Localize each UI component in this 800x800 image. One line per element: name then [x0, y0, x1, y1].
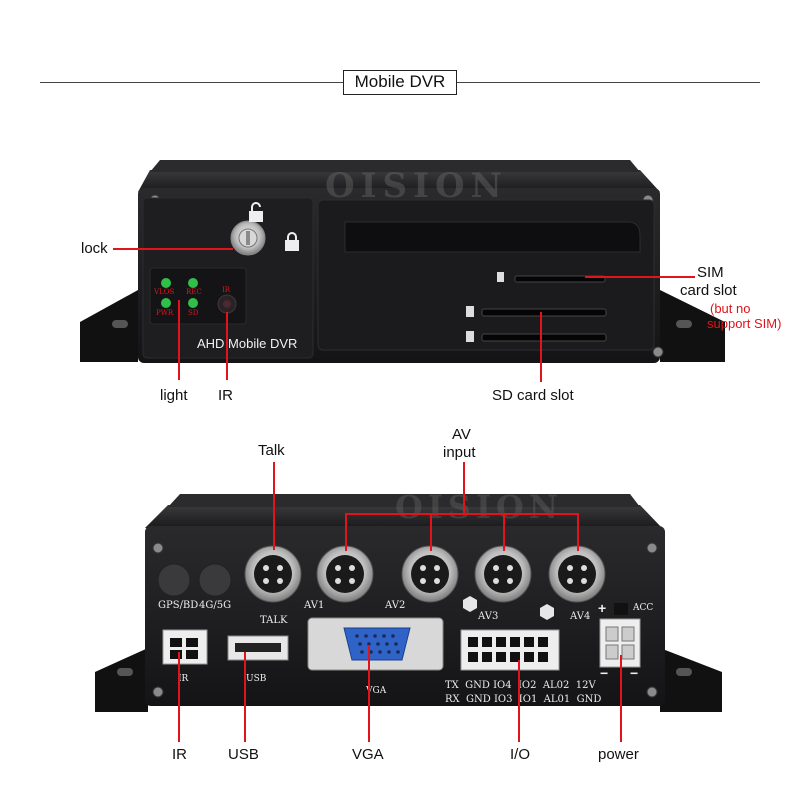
sd-slot-icon-1 — [466, 306, 474, 317]
front-bracket-right — [660, 290, 725, 362]
label-io-row1: TX GND IO4 IO2 AL02 12V — [445, 680, 596, 691]
title-rule-right — [457, 82, 760, 83]
lock-symbol-icon — [285, 232, 299, 251]
label-av3: AV3 — [478, 611, 499, 622]
callout-line-av4 — [577, 513, 579, 551]
callout-usb: USB — [228, 746, 259, 763]
label-io-row2: RX GND IO3 IO1 AL01 GND — [445, 694, 602, 705]
front-watermark: OISION — [325, 166, 508, 206]
led-label-vlos: VLOS — [154, 288, 175, 296]
card-slot-cover — [344, 221, 641, 253]
callout-line-av2 — [430, 513, 432, 551]
led-rec — [188, 278, 198, 288]
label-usb-port: USB — [246, 674, 267, 684]
hex-bolts — [463, 596, 554, 620]
title-rule-left — [40, 82, 343, 83]
label-av1: AV1 — [304, 600, 325, 611]
sd-slot-icon-2 — [466, 331, 474, 342]
callout-line-av3 — [503, 513, 505, 551]
label-vga-port: VGA — [366, 686, 387, 696]
label-ir-port: IR — [178, 674, 189, 684]
io-port[interactable] — [460, 629, 560, 671]
av3-connector[interactable] — [474, 545, 532, 603]
sd-card-slot-2[interactable] — [481, 333, 607, 342]
callout-line-lock — [113, 248, 233, 250]
front-bracket-left — [80, 290, 138, 362]
label-av2: AV2 — [385, 600, 406, 611]
front-heatsink-fins — [138, 160, 660, 192]
callout-line-vga — [368, 645, 370, 742]
callout-av-1: AV — [452, 426, 471, 443]
label-talk: TALK — [260, 615, 288, 626]
sd-card-slot-1[interactable] — [481, 308, 607, 317]
callout-power: power — [598, 746, 639, 763]
callout-line-av-stem — [463, 462, 465, 514]
callout-line-sd — [540, 312, 542, 382]
callout-line-ir — [226, 312, 228, 380]
vga-port[interactable] — [307, 617, 444, 671]
callout-lock: lock — [81, 240, 108, 257]
callout-line-talk — [273, 462, 275, 550]
callout-ir-back: IR — [172, 746, 187, 763]
back-bracket-left — [95, 648, 148, 712]
back-screws — [152, 542, 658, 698]
led-label-pwr: PWR — [156, 309, 174, 317]
callout-line-sim — [585, 276, 695, 278]
callout-sim-1: SIM — [697, 264, 724, 281]
back-watermark: OISION — [395, 488, 564, 526]
usb-port[interactable] — [227, 635, 289, 661]
callout-line-power — [620, 655, 622, 742]
label-4g: 4G/5G — [199, 600, 232, 611]
back-bracket-right — [660, 648, 722, 712]
callout-ir-front: IR — [218, 387, 233, 404]
led-label-sd: SD — [188, 309, 199, 317]
unlock-symbol-icon — [249, 202, 263, 222]
callout-line-io — [518, 660, 520, 742]
av2-connector[interactable] — [401, 545, 459, 603]
callout-av-2: input — [443, 444, 476, 461]
callout-talk: Talk — [258, 442, 285, 459]
callout-sim-note-1: (but no — [710, 301, 751, 316]
av1-connector[interactable] — [316, 545, 374, 603]
page-title: Mobile DVR — [343, 70, 457, 95]
callout-line-light — [178, 300, 180, 380]
callout-line-av-bar — [345, 513, 578, 515]
label-plus: + — [598, 600, 607, 616]
gps-antenna-port[interactable] — [157, 563, 191, 597]
callout-light: light — [160, 387, 188, 404]
label-minus-left: − — [600, 665, 609, 681]
callout-line-usb — [244, 652, 246, 742]
led-label-rec: REC — [186, 288, 202, 296]
callout-vga: VGA — [352, 746, 384, 763]
sim-slot-icon — [497, 272, 504, 282]
callout-sim-2: card slot — [680, 282, 737, 299]
front-model-text: AHD Mobile DVR — [197, 336, 298, 351]
ir-port[interactable] — [162, 629, 208, 665]
sim-card-slot[interactable] — [514, 275, 606, 283]
lock-icon[interactable] — [230, 220, 266, 256]
callout-io: I/O — [510, 746, 531, 763]
4g-antenna-port[interactable] — [198, 563, 232, 597]
ir-sensor-icon — [217, 294, 237, 314]
ir-small-label: IR — [222, 286, 231, 294]
led-vlos — [161, 278, 171, 288]
callout-sim-note-2: support SIM) — [707, 316, 782, 331]
callout-line-av1 — [345, 513, 347, 551]
callout-sd: SD card slot — [492, 387, 574, 404]
label-av4: AV4 — [570, 611, 591, 622]
label-acc: ACC — [633, 603, 654, 613]
led-sd — [188, 298, 198, 308]
label-gps: GPS/BD — [158, 600, 199, 611]
callout-line-ir-back — [178, 652, 180, 742]
led-lights — [161, 278, 198, 308]
led-pwr — [161, 298, 171, 308]
av4-connector[interactable] — [548, 545, 606, 603]
label-minus-right: − — [630, 665, 639, 681]
talk-connector[interactable] — [244, 545, 302, 603]
